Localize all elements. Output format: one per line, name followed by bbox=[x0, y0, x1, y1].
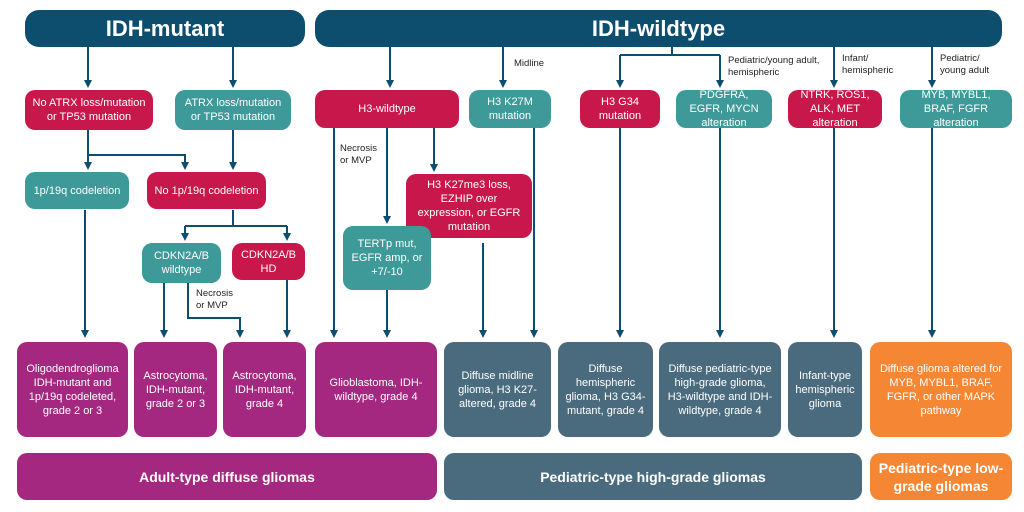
h3-k27me3-label: H3 K27me3 loss, EZHIP over expression, o… bbox=[417, 179, 521, 233]
outcome-pediatric-high-grade: Diffuse pediatric-type high-grade glioma… bbox=[659, 342, 781, 437]
no-atrx-label: No ATRX loss/mutation or TP53 mutation bbox=[32, 97, 146, 123]
outcome-label: Diffuse midline glioma, H3 K27-altered, … bbox=[458, 369, 537, 410]
h3-wildtype-node: H3-wildtype bbox=[315, 90, 459, 128]
outcome-label: Oligodendroglioma IDH-mutant and 1p/19q … bbox=[26, 362, 119, 417]
midline-label: Midline bbox=[514, 58, 545, 69]
tert-label: TERTp mut, EGFR amp, or +7/-10 bbox=[351, 238, 423, 278]
cdkn-wildtype-label: CDKN2A/B wildtype bbox=[153, 250, 210, 276]
category-pediatric-high-grade: Pediatric-type high-grade gliomas bbox=[444, 453, 862, 500]
no-atrx-node: No ATRX loss/mutation or TP53 mutation bbox=[25, 90, 153, 130]
outcome-glioblastoma: Glioblastoma, IDH-wildtype, grade 4 bbox=[315, 342, 437, 437]
myb-node: MYB, MYBL1, BRAF, FGFR alteration bbox=[900, 89, 1012, 129]
necrosis-mvp-label: Necrosis or MVP bbox=[196, 288, 233, 311]
h3-k27m-label: H3 K27M mutation bbox=[487, 96, 533, 122]
cdkn-wildtype-node: CDKN2A/B wildtype bbox=[142, 243, 221, 283]
codeletion-label: 1p/19q codeletion bbox=[33, 184, 121, 197]
category-pediatric-low-grade: Pediatric-type low-grade gliomas bbox=[870, 453, 1012, 500]
outcome-label: Infant-type hemispheric glioma bbox=[795, 369, 855, 410]
cdkn-hd-node: CDKN2A/B HD bbox=[232, 243, 305, 280]
idh-mutant-header: IDH-mutant bbox=[25, 10, 305, 47]
outcome-label: Astrocytoma, IDH-mutant, grade 2 or 3 bbox=[143, 369, 208, 410]
outcome-label: Diffuse glioma altered for MYB, MYBL1, B… bbox=[879, 362, 1003, 417]
tert-node: TERTp mut, EGFR amp, or +7/-10 bbox=[343, 226, 431, 290]
category-adult: Adult-type diffuse gliomas bbox=[17, 453, 437, 500]
h3-g34-node: H3 G34 mutation bbox=[580, 90, 660, 128]
h3-k27m-node: H3 K27M mutation bbox=[469, 90, 551, 128]
outcome-diffuse-hemispheric-glioma: Diffuse hemispheric glioma, H3 G34-mutan… bbox=[558, 342, 653, 437]
myb-label: MYB, MYBL1, BRAF, FGFR alteration bbox=[921, 89, 991, 129]
no-codeletion-node: No 1p/19q codeletion bbox=[147, 172, 266, 209]
infant-hemispheric-label: Infant/ hemispheric bbox=[842, 53, 894, 76]
pediatric-young-adult-label: Pediatric/ young adult bbox=[940, 53, 990, 76]
outcome-astrocytoma-grade-4: Astrocytoma, IDH-mutant, grade 4 bbox=[223, 342, 306, 437]
pdgfra-node: PDGFRA, EGFR, MYCN alteration bbox=[676, 89, 772, 129]
outcome-label: Diffuse pediatric-type high-grade glioma… bbox=[667, 362, 773, 417]
idh-wildtype-header: IDH-wildtype bbox=[315, 10, 1002, 47]
pediatric-hemispheric-label: Pediatric/young adult, hemispheric bbox=[728, 55, 820, 78]
necrosis-mvp-label: Necrosis or MVP bbox=[340, 143, 377, 166]
ntrk-node: NTRK, ROS1, ALK, MET alteration bbox=[788, 89, 882, 129]
h3-k27me3-node: H3 K27me3 loss, EZHIP over expression, o… bbox=[406, 174, 532, 238]
outcome-label: Glioblastoma, IDH-wildtype, grade 4 bbox=[329, 376, 423, 403]
no-codeletion-label: No 1p/19q codeletion bbox=[154, 184, 259, 197]
atrx-label: ATRX loss/mutation or TP53 mutation bbox=[184, 97, 282, 123]
outcome-mapk-altered: Diffuse glioma altered for MYB, MYBL1, B… bbox=[870, 342, 1012, 437]
outcome-label: Diffuse hemispheric glioma, H3 G34-mutan… bbox=[565, 362, 646, 417]
ntrk-label: NTRK, ROS1, ALK, MET alteration bbox=[800, 89, 870, 129]
codeletion-node: 1p/19q codeletion bbox=[25, 172, 129, 209]
h3-g34-label: H3 G34 mutation bbox=[598, 96, 642, 122]
outcome-infant-hemispheric: Infant-type hemispheric glioma bbox=[788, 342, 862, 437]
pdgfra-label: PDGFRA, EGFR, MYCN alteration bbox=[689, 89, 759, 129]
h3-wildtype-label: H3-wildtype bbox=[358, 103, 416, 115]
outcome-astrocytoma-grade-2-3: Astrocytoma, IDH-mutant, grade 2 or 3 bbox=[134, 342, 217, 437]
outcome-oligodendroglioma: Oligodendroglioma IDH-mutant and 1p/19q … bbox=[17, 342, 128, 437]
outcome-diffuse-midline-glioma: Diffuse midline glioma, H3 K27-altered, … bbox=[444, 342, 551, 437]
atrx-node: ATRX loss/mutation or TP53 mutation bbox=[175, 90, 291, 130]
outcome-label: Astrocytoma, IDH-mutant, grade 4 bbox=[232, 369, 297, 410]
cdkn-hd-label: CDKN2A/B HD bbox=[240, 248, 297, 275]
